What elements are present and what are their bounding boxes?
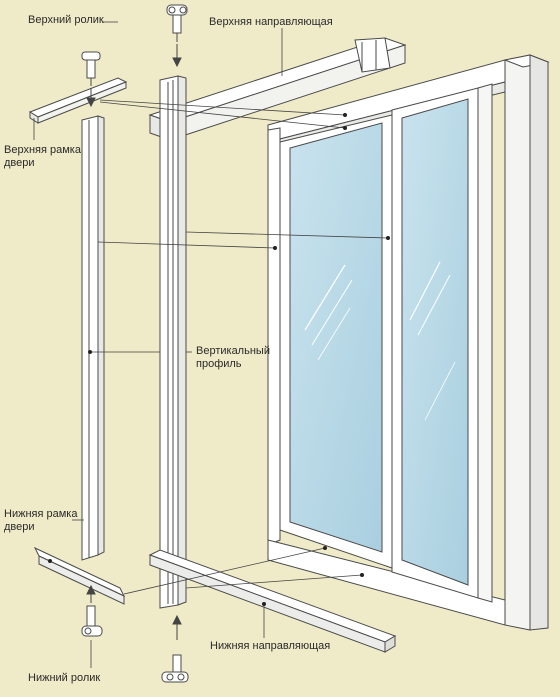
bottom-door-frame-part — [33, 546, 126, 605]
label-bottom-roller: Нижний ролик — [28, 672, 101, 684]
leader-lines — [33, 21, 389, 668]
bottom-roller-icon — [81, 605, 103, 637]
bottom-rail-part — [148, 549, 397, 653]
label-top-door-frame-line1: Верхняя рамка — [4, 144, 81, 156]
vertical-profile-part — [159, 75, 187, 609]
connection-dots — [48, 113, 390, 606]
label-top-rail: Верхняя направляющая — [209, 16, 333, 28]
assembly-arrows — [86, 44, 182, 640]
label-bottom-door-frame-line2: двери — [4, 521, 35, 533]
label-top-roller: Верхний ролик — [28, 14, 104, 26]
label-top-door-frame-line2: двери — [4, 157, 35, 169]
door-panel-left — [279, 114, 393, 569]
door-panel-right — [391, 83, 493, 603]
label-vertical-profile-line1: Вертикальный — [196, 345, 270, 357]
top-roller-icon — [166, 4, 188, 42]
top-roller-small-icon — [81, 51, 101, 86]
label-bottom-door-frame-line1: Нижняя рамка — [4, 508, 78, 520]
door-vertical-profile — [81, 115, 105, 561]
label-bottom-rail: Нижняя направляющая — [210, 640, 331, 652]
label-vertical-profile-line2: профиль — [196, 358, 242, 370]
top-door-frame-part — [28, 77, 128, 124]
bottom-roller-center-icon — [161, 654, 189, 683]
